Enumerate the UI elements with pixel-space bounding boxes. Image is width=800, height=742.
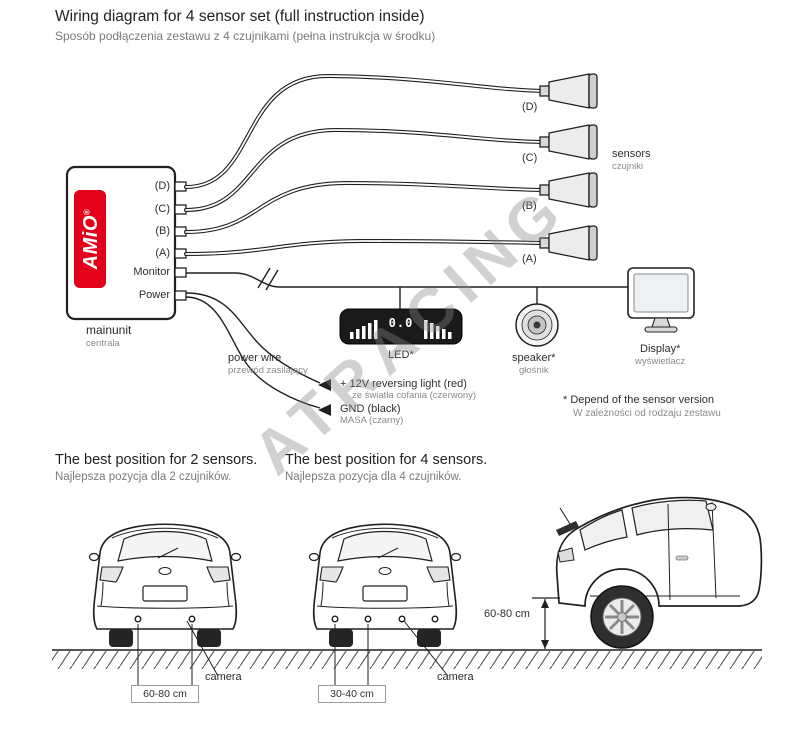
port-label-c: (C) (154, 203, 170, 215)
sensor-icon-a (539, 225, 598, 261)
ground (52, 649, 762, 669)
sensor-label-b: (B) (522, 200, 537, 212)
car-side (555, 496, 763, 649)
amio-logo-text: AMiO® (80, 208, 102, 270)
power-arrow-plus (318, 379, 331, 391)
sensors-caption: sensors (612, 148, 651, 160)
page-title: Wiring diagram for 4 sensor set (full in… (55, 8, 425, 25)
port-label-b: (B) (155, 225, 170, 237)
sensor-cables (184, 73, 544, 256)
height-dim-label: 60-80 cm (484, 608, 530, 620)
power-gnd-label: GND (black) (340, 403, 401, 415)
height-arrow-up (541, 599, 549, 608)
power-wire-label: power wire (228, 352, 282, 364)
sensor-icons (539, 73, 598, 261)
port-label-power: Power (138, 289, 170, 301)
car-rear-4sensor (308, 523, 462, 648)
power-plus-label: + 12V reversing light (red) (340, 378, 467, 390)
power-plus-label-pl: ze światła cofania (czerwony) (352, 390, 477, 401)
amio-logo: AMiO® (74, 190, 106, 288)
display-label-pl: wyświetlacz (635, 356, 686, 367)
sensor-label-c: (C) (522, 152, 538, 164)
bumper-sensor-dots (134, 615, 439, 623)
best-position-4-subtitle: Najlepsza pozycja dla 4 czujników. (285, 471, 462, 483)
sensor-icon-d (539, 73, 598, 109)
car-rear-2sensor (88, 523, 242, 648)
mainunit-label-pl: centrala (86, 338, 120, 349)
port-label-a: (A) (155, 247, 170, 259)
speaker-label: speaker* (512, 352, 556, 364)
speaker-label-pl: głośnik (519, 365, 549, 376)
power-arrow-gnd (318, 404, 331, 416)
mainunit-label: mainunit (86, 323, 132, 337)
display-label: Display* (640, 343, 681, 355)
power-wires (185, 292, 321, 409)
note-line1: * Depend of the sensor version (563, 394, 715, 406)
best-position-4-title: The best position for 4 sensors. (285, 452, 488, 468)
power-wire-label-pl: przewód zasilający (228, 365, 308, 376)
display-icon (627, 267, 695, 333)
height-arrow-down (541, 640, 549, 649)
sensor-label-d: (D) (522, 101, 538, 113)
led-value: 0.0 (388, 316, 414, 330)
dim-4sensors-label: 30-40 cm (318, 685, 386, 703)
sensor-label-a: (A) (522, 253, 537, 265)
port-label-monitor: Monitor (133, 266, 170, 278)
wheel-icon (590, 585, 654, 649)
dim-2sensors-label: 60-80 cm (131, 685, 199, 703)
camera-label-4: camera (437, 671, 474, 683)
power-gnd-label-pl: MASA (czarny) (340, 415, 404, 426)
speaker-icon (515, 303, 559, 347)
note-line2: W zależności od rodzaju zestawu (573, 408, 721, 419)
page-subtitle: Sposób podłączenia zestawu z 4 czujnikam… (55, 29, 436, 43)
camera-label-2: camera (205, 671, 242, 683)
sensor-icon-c (539, 124, 598, 160)
port-label-d: (D) (154, 180, 170, 192)
monitor-wire (186, 267, 628, 309)
sensor-icon-b (539, 172, 598, 208)
sensors-caption-pl: czujniki (612, 161, 644, 172)
led-display-icon (339, 308, 463, 345)
best-position-2-subtitle: Najlepsza pozycja dla 2 czujników. (55, 471, 232, 483)
led-label: LED* (388, 349, 414, 361)
best-position-2-title: The best position for 2 sensors. (55, 452, 258, 468)
